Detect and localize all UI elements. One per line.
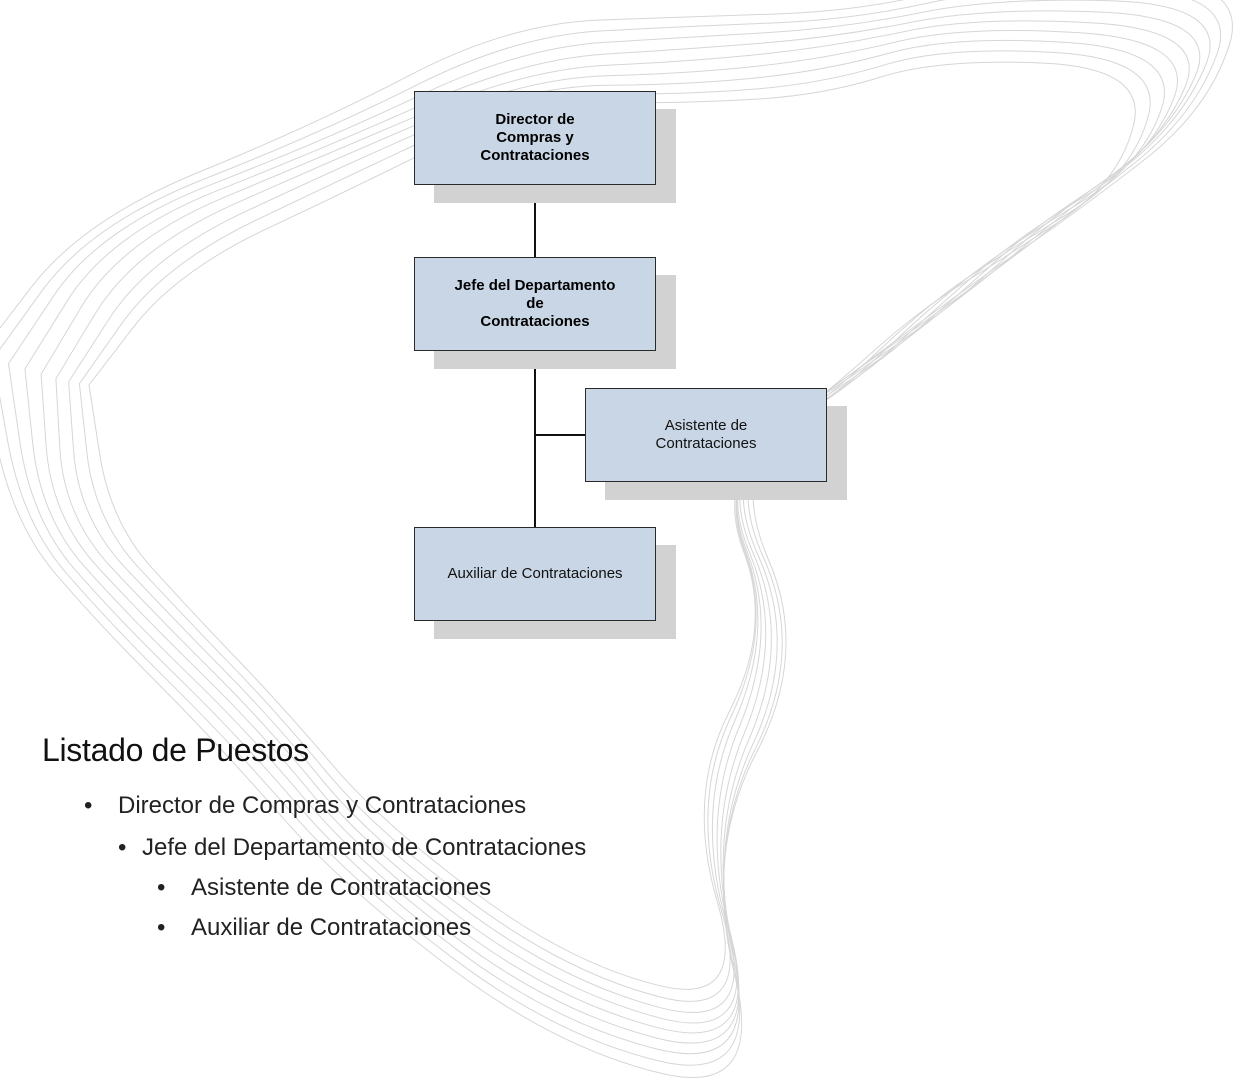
connector-director-jefe [534, 185, 536, 257]
connector-asistente [534, 434, 586, 436]
list-item-auxiliar: • Auxiliar de Contrataciones [157, 914, 471, 942]
connector-jefe-auxiliar [534, 352, 536, 528]
org-node-auxiliar: Auxiliar de Contrataciones [414, 527, 676, 639]
list-item-asistente: • Asistente de Contrataciones [157, 874, 491, 902]
list-item-text: Asistente de Contrataciones [191, 874, 492, 901]
org-node-jefe: Jefe del Departamento de Contrataciones [414, 257, 676, 369]
background-contour-line [0, 0, 1222, 1066]
section-title: Listado de Puestos [42, 732, 309, 768]
list-item-jefe: • Jefe del Departamento de Contrataciones [118, 834, 586, 862]
node-box: Director de Compras y Contrataciones [414, 91, 656, 185]
list-item-text: Auxiliar de Contrataciones [191, 914, 472, 941]
node-label: Asistente de Contrataciones [655, 417, 757, 452]
bullet-icon: • [84, 792, 93, 819]
node-label: Auxiliar de Contrataciones [447, 565, 623, 582]
bullet-icon: • [157, 914, 166, 941]
node-box: Auxiliar de Contrataciones [414, 527, 656, 621]
node-box: Jefe del Departamento de Contrataciones [414, 257, 656, 351]
org-node-director: Director de Compras y Contrataciones [414, 91, 676, 203]
background-contour-line [24, 10, 1201, 1044]
background-contour-line [55, 30, 1178, 1024]
node-box: Asistente de Contrataciones [585, 388, 827, 482]
list-item-director: • Director de Compras y Contrataciones [84, 792, 526, 820]
bullet-icon: • [118, 834, 127, 861]
node-label: Director de Compras y Contrataciones [480, 111, 590, 164]
background-contour-line [7, 0, 1211, 1055]
node-label: Jefe del Departamento de Contrataciones [454, 277, 616, 330]
list-item-text: Jefe del Departamento de Contrataciones [142, 834, 587, 861]
bullet-icon: • [157, 874, 166, 901]
org-node-asistente: Asistente de Contrataciones [585, 388, 847, 500]
list-item-text: Director de Compras y Contrataciones [118, 792, 527, 819]
